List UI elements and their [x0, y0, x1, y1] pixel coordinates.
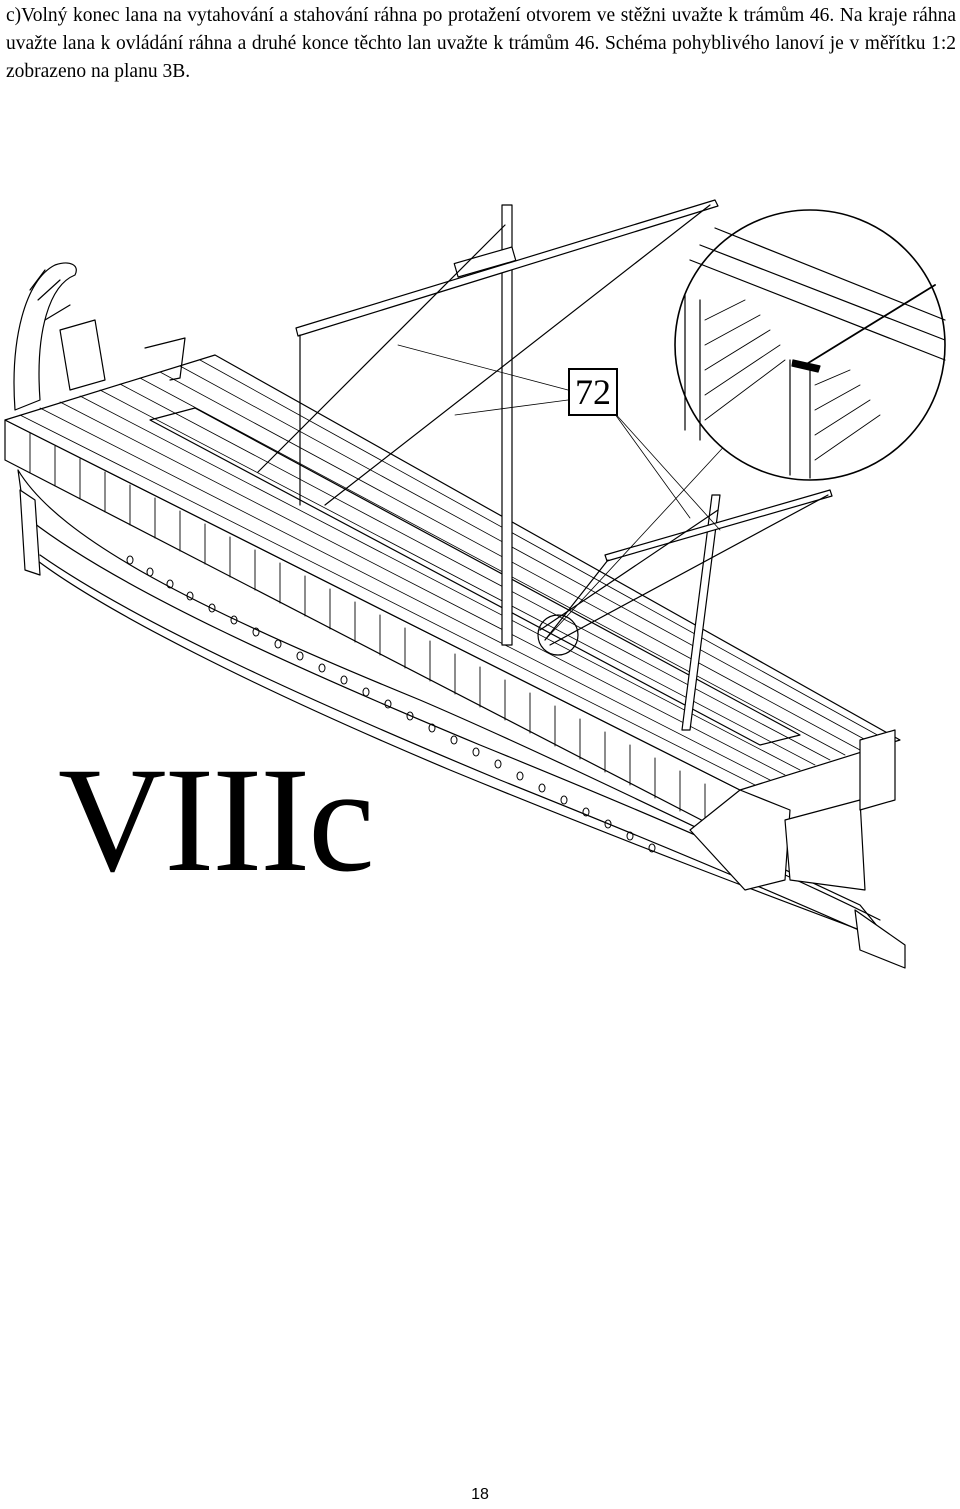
page-number: 18: [471, 1486, 489, 1503]
ship-assembly-illustration: [4, 199, 946, 969]
bow: [689, 729, 896, 891]
side-lattice: [29, 432, 706, 825]
deck-frame: [4, 354, 901, 841]
main-mast: [257, 199, 719, 646]
fore-mast: [539, 489, 833, 731]
part-number-callout: 72: [568, 368, 618, 416]
oar-ports: [126, 555, 656, 853]
step-label: VIIIc: [58, 737, 375, 903]
stern-post: [13, 262, 186, 576]
callout-leader-lines: [397, 344, 731, 641]
attachment-detail-marker: [537, 614, 579, 656]
instruction-text: c)Volný konec lana na vytahování a staho…: [6, 5, 956, 82]
detail-magnifier: [674, 209, 946, 481]
